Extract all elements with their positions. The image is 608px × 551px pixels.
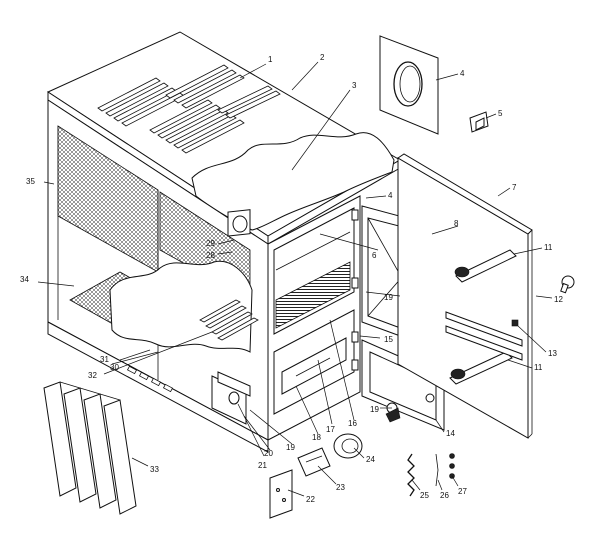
callout-19-lower: 19 xyxy=(370,405,379,414)
callout-14: 14 xyxy=(446,429,455,438)
damper-24 xyxy=(333,433,363,459)
callout-23: 23 xyxy=(336,483,345,492)
hinge-lower-2 xyxy=(351,359,359,371)
callout-34: 34 xyxy=(20,275,29,284)
knob-12 xyxy=(560,275,575,294)
callout-2: 2 xyxy=(320,53,325,62)
callout-31: 31 xyxy=(100,355,109,364)
callout-24: 24 xyxy=(366,455,375,464)
draft-knob xyxy=(228,391,240,405)
callout-13: 13 xyxy=(548,349,557,358)
hinge-upper-2 xyxy=(351,277,359,289)
bracket-5 xyxy=(469,111,489,133)
callout-28: 28 xyxy=(206,251,215,260)
hinge-lower xyxy=(351,331,359,343)
draft-control-face xyxy=(217,371,251,397)
side-door-panel xyxy=(397,153,533,439)
callout-32: 32 xyxy=(88,371,97,380)
washers-27 xyxy=(449,453,455,479)
callout-5: 5 xyxy=(498,109,503,118)
callout-27: 27 xyxy=(458,487,467,496)
callout-11-upper: 11 xyxy=(544,243,553,252)
callout-4-gasket: 4 xyxy=(460,69,465,78)
callout-7: 7 xyxy=(512,183,517,192)
callout-25: 25 xyxy=(420,491,429,500)
ash-pan xyxy=(281,337,347,395)
base-skirt xyxy=(47,321,269,453)
callout-20: 20 xyxy=(264,449,273,458)
plate-22 xyxy=(269,469,293,519)
callout-26: 26 xyxy=(440,491,449,500)
rod-26 xyxy=(435,453,439,487)
callout-22: 22 xyxy=(306,495,315,504)
callout-17: 17 xyxy=(326,425,335,434)
hinge-upper xyxy=(351,209,359,221)
top-vent-slots xyxy=(97,64,281,154)
callout-4-frame: 4 xyxy=(388,191,393,200)
callout-19-upper: 19 xyxy=(384,293,393,302)
base-vent-slots xyxy=(126,365,174,393)
cabinet-body xyxy=(46,31,401,453)
callout-29: 29 xyxy=(206,239,215,248)
spring-25 xyxy=(407,453,415,497)
callout-12: 12 xyxy=(554,295,563,304)
gasket-plate xyxy=(379,35,439,135)
callout-6: 6 xyxy=(372,251,377,260)
firebox-grate xyxy=(275,261,351,329)
callout-8: 8 xyxy=(454,219,459,228)
inner-floor-slats xyxy=(199,299,259,341)
callout-35: 35 xyxy=(26,177,35,186)
callout-labels: 1 2 3 4 4 5 6 7 8 11 11 12 13 14 15 16 1… xyxy=(20,53,563,504)
insulation-sheet xyxy=(191,132,395,231)
control-knob xyxy=(232,215,248,233)
leader-lines xyxy=(37,61,553,497)
callout-11-lower: 11 xyxy=(534,363,543,372)
callout-21: 21 xyxy=(258,461,267,470)
callout-16: 16 xyxy=(348,419,357,428)
callout-3: 3 xyxy=(352,81,357,90)
callout-30: 30 xyxy=(110,363,119,372)
callout-18: 18 xyxy=(312,433,321,442)
callout-15: 15 xyxy=(384,335,393,344)
callout-19-base: 19 xyxy=(286,443,295,452)
callout-33: 33 xyxy=(150,465,159,474)
side-panel-stack xyxy=(43,381,137,515)
bracket-23 xyxy=(297,447,331,477)
callout-1: 1 xyxy=(268,55,273,64)
